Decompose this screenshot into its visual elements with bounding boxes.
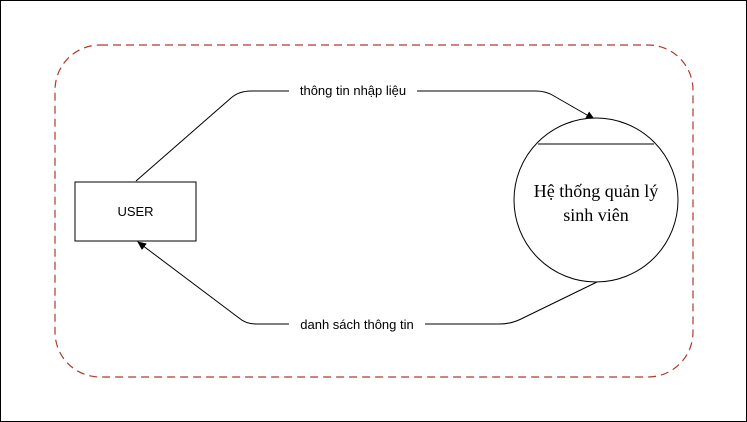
system-boundary [54, 44, 694, 378]
flow-arrow-output [137, 241, 598, 325]
process-label-line1: Hệ thống quản lý [534, 181, 658, 201]
user-entity-box [74, 181, 197, 242]
flow-label-output: danh sách thông tin [300, 317, 413, 332]
flow-label-input-bg [289, 82, 417, 99]
process-label-line2: sinh viên [563, 205, 629, 225]
flow-label-input: thông tin nhập liệu [300, 83, 406, 98]
user-entity-label: USER [117, 204, 153, 219]
process-circle [513, 117, 679, 283]
flow-label-output-bg [289, 315, 425, 332]
